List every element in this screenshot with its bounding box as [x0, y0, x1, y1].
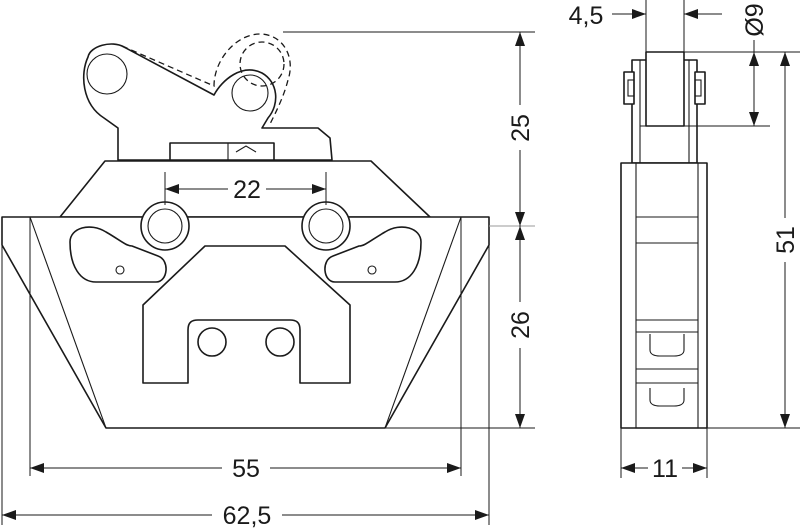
- dim-label-lever-height: 25: [507, 114, 535, 142]
- terminal-hole-left: [197, 327, 227, 357]
- roller-alt-position: [239, 41, 285, 87]
- roller: [231, 74, 269, 112]
- side-housing: [620, 162, 708, 429]
- central-recess: [142, 245, 351, 384]
- dim-label-side-width: 11: [652, 455, 678, 483]
- lever-alt-position: [121, 33, 291, 125]
- front-view: [1, 33, 490, 429]
- dim-lever-height: 25: [507, 32, 535, 226]
- side-roller: [645, 51, 685, 127]
- lever-arm: [82, 43, 333, 161]
- terminal-hole-right: [265, 327, 295, 357]
- dim-label-inner-width: 55: [232, 455, 260, 483]
- wing-cutout-left: [69, 226, 167, 283]
- dim-side-width: 11: [620, 428, 708, 483]
- dim-total-height: 51: [697, 51, 800, 429]
- dim-label-roller-diameter: Ø9: [741, 3, 769, 36]
- dim-hole-spacing: 22: [164, 172, 327, 205]
- dim-inner-width: 55: [29, 217, 462, 483]
- dim-body-height: 26: [507, 226, 535, 428]
- dim-roller-width: 4,5: [569, 0, 722, 52]
- lever-pivot: [86, 53, 128, 95]
- dim-total-width: 62,5: [1, 245, 490, 530]
- dim-label-roller-width: 4,5: [569, 2, 604, 30]
- dim-label-body-height: 26: [507, 311, 535, 339]
- side-view: [620, 51, 708, 429]
- dim-label-hole-spacing: 22: [233, 176, 261, 204]
- dim-label-total-height: 51: [772, 226, 800, 254]
- top-plate: [169, 142, 275, 161]
- wing-cutout-right: [324, 226, 422, 283]
- dim-label-total-width: 62,5: [223, 502, 272, 530]
